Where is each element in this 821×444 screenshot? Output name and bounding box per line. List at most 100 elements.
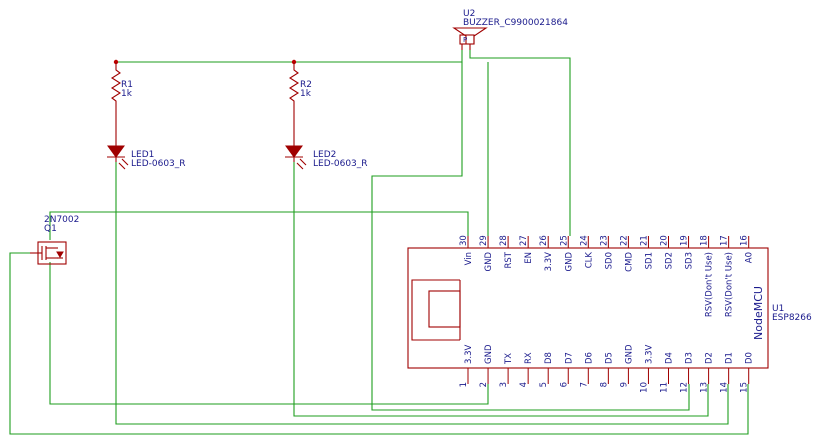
pin-name: D5 [604, 352, 614, 364]
pin-name: D8 [544, 352, 554, 364]
pin-number: 27 [519, 235, 529, 246]
mcu-pin-5[interactable]: 5 D8 [539, 352, 554, 387]
pin-name: 3.3V [544, 252, 554, 272]
pin-number: 23 [599, 235, 609, 246]
pin-number: 2 [479, 382, 489, 387]
led2-value: LED-0603_R [313, 159, 368, 169]
pin-number: 5 [539, 382, 549, 387]
mcu-pin-26[interactable]: 26 3.3V [539, 235, 554, 271]
wire-buzzer-to-vin [371, 62, 690, 411]
pin-number: 29 [479, 235, 489, 246]
pin-name: 3.3V [644, 344, 654, 364]
mcu-name: NodeMCU [752, 286, 765, 340]
pin-name: SD0 [604, 252, 614, 269]
mcu-pin-3[interactable]: 3TX [499, 353, 514, 388]
pin-name: TX [504, 353, 514, 365]
wire-q1-to-vin [49, 211, 469, 240]
mosfet-q1[interactable]: 2N7002 Q1 [30, 215, 79, 265]
wire-q1-to-gnd2 [49, 262, 489, 405]
led1-ref: LED1 [131, 150, 154, 160]
pin-number: 11 [660, 382, 670, 393]
wire-q1-gate-to-d0 [9, 252, 749, 435]
pin-name: D0 [745, 352, 755, 364]
pin-name: RST [504, 251, 514, 268]
r2-ref: R2 [300, 80, 312, 90]
mcu-pin-14[interactable]: 14 D1 [720, 352, 735, 393]
pin-number: 20 [660, 235, 670, 246]
pin-number: 30 [459, 235, 469, 246]
wire-led2-to-d2 [293, 162, 709, 417]
pin-name: 3.3V [464, 344, 474, 364]
pin-name: GND [484, 252, 494, 272]
pin-name: RSV(Don't Use) [705, 252, 715, 317]
mcu-pin-4[interactable]: 4RX [519, 352, 534, 387]
mcu-pin-6[interactable]: 6 D7 [559, 352, 574, 387]
led1-value: LED-0603_R [131, 159, 186, 169]
pin-number: 12 [680, 382, 690, 393]
pin-number: 7 [579, 382, 589, 387]
pin-name: D6 [584, 352, 594, 364]
buzzer-pin-label: P [463, 36, 467, 44]
pin-name: RX [524, 352, 534, 364]
wire-led1-to-d1 [115, 162, 729, 425]
pin-name: GND [624, 344, 634, 364]
mcu-value: ESP8266 [772, 313, 812, 323]
wire-supply-to-buzzer [294, 50, 463, 63]
pin-name: EN [524, 252, 534, 264]
pin-name: D1 [725, 352, 735, 364]
mcu-pin-10[interactable]: 10 3.3V [639, 344, 654, 392]
pin-number: 6 [559, 382, 569, 387]
buzzer-u2[interactable]: P U2 BUZZER_C9900021864 [452, 9, 568, 50]
pin-name: CMD [624, 252, 634, 272]
led-led1[interactable]: LED1 LED-0603_R [107, 108, 186, 170]
pin-number: 21 [639, 235, 649, 246]
pin-name: Vin [464, 252, 474, 265]
pin-number: 1 [459, 382, 469, 387]
mcu-ref: U1 [772, 304, 784, 314]
wires [9, 50, 749, 435]
buzzer-ref: U2 [463, 9, 475, 19]
led2-ref: LED2 [313, 150, 336, 160]
led-led2[interactable]: LED2 LED-0603_R [285, 108, 368, 170]
nodemcu-u1[interactable]: 30Vin29GND28RST27EN263.3V25GND24CLK23SD0… [407, 235, 812, 393]
mcu-pin-12[interactable]: 12 D3 [680, 352, 695, 393]
pin-number: 10 [639, 382, 649, 393]
mcu-module-outline [428, 290, 461, 328]
mcu-bottom-pins: 13.3V2GND3TX4RX5D86D77D68D59GND103.3V11D… [459, 344, 755, 393]
pin-name: D3 [685, 352, 695, 364]
resistor-r1[interactable]: R1 1k [110, 62, 133, 108]
pin-name: SD2 [665, 252, 675, 269]
pin-number: 17 [720, 235, 730, 246]
pin-number: 26 [539, 235, 549, 246]
buzzer-value: BUZZER_C9900021864 [463, 18, 568, 28]
pin-name: D7 [564, 352, 574, 364]
pin-number: 24 [579, 235, 589, 246]
mcu-pin-8[interactable]: 8D5 [599, 352, 614, 387]
pin-number: 14 [720, 382, 730, 393]
mcu-pin-7[interactable]: 7 D6 [579, 352, 594, 387]
pin-name: GND [564, 252, 574, 272]
wire-buzzer-to-gnd25 [469, 50, 571, 236]
resistor-r2[interactable]: R2 1k [288, 62, 312, 108]
mcu-pin-1[interactable]: 1 3.3V [459, 344, 474, 387]
